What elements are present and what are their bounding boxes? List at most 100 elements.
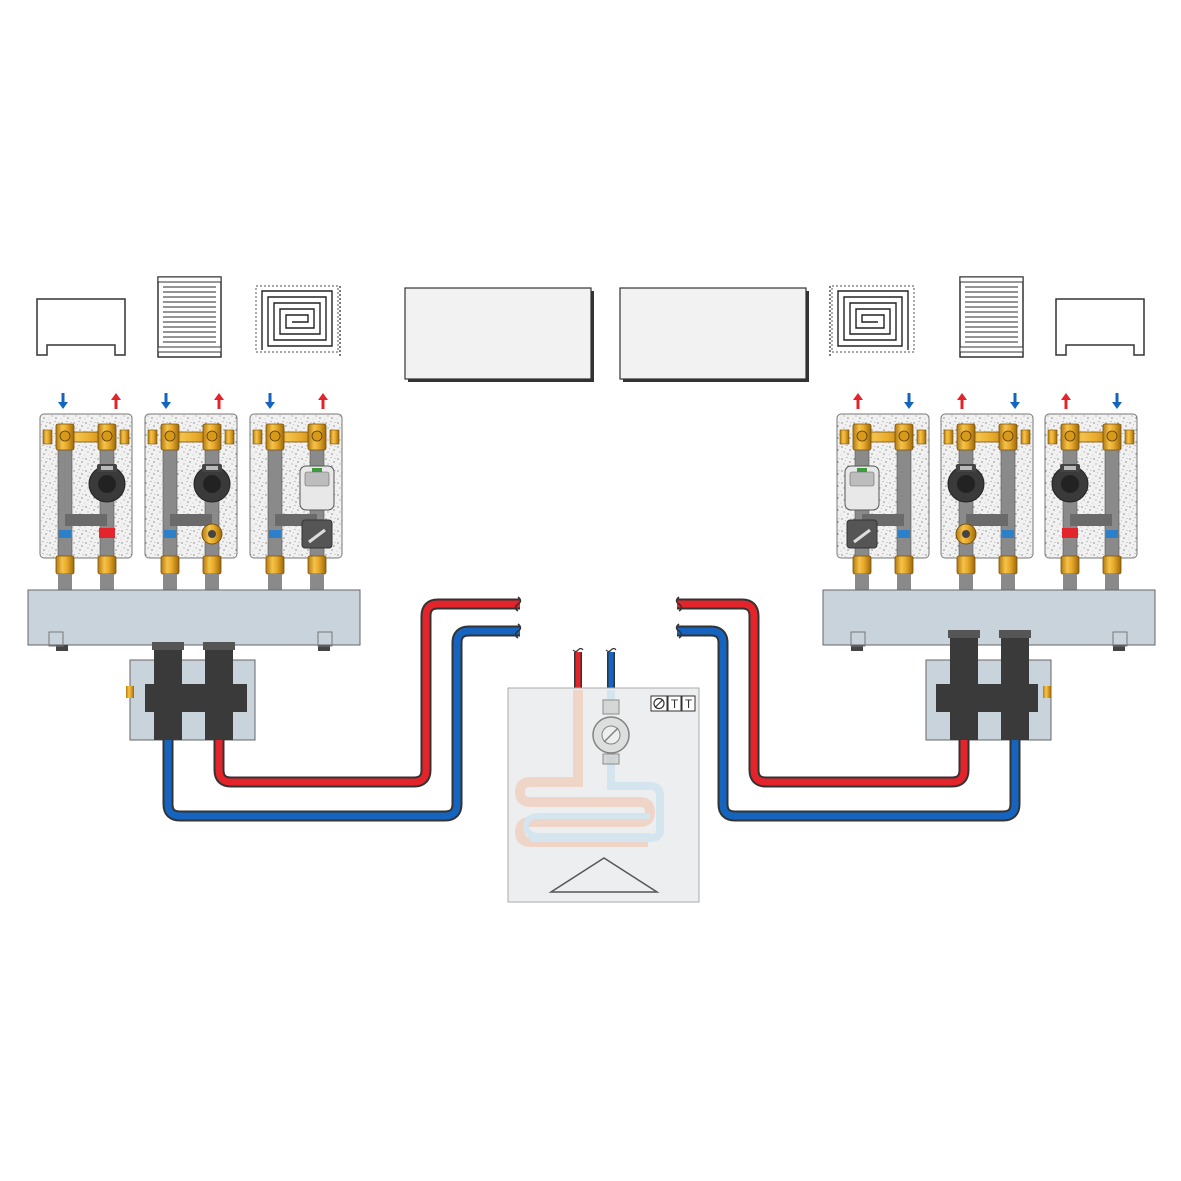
boiler: T T bbox=[507, 647, 700, 903]
slashed-circle-icon bbox=[653, 697, 665, 710]
thermometer-icon bbox=[311, 430, 323, 442]
manifold-left bbox=[27, 589, 361, 651]
air-vent bbox=[839, 429, 850, 445]
brass-fitting bbox=[55, 555, 75, 575]
thermometer-icon bbox=[898, 430, 910, 442]
manifold-link bbox=[959, 574, 973, 592]
up-arrow-icon bbox=[957, 393, 967, 409]
hot-badge-icon bbox=[99, 528, 115, 538]
status-led bbox=[312, 468, 322, 472]
brass-fitting bbox=[956, 555, 976, 575]
panel-left bbox=[404, 287, 594, 382]
air-vent bbox=[1047, 429, 1058, 445]
pump-label bbox=[101, 466, 113, 470]
manifold-link bbox=[1063, 574, 1077, 592]
pump-rotor bbox=[1061, 475, 1079, 493]
pump-display bbox=[304, 471, 330, 487]
manifold-link bbox=[163, 574, 177, 592]
brass-fitting bbox=[265, 555, 285, 575]
thermometer-icon bbox=[856, 430, 868, 442]
hydraulic-separator-left bbox=[126, 642, 256, 741]
pump-rotor bbox=[957, 475, 975, 493]
manifold-link bbox=[310, 574, 324, 592]
air-vent bbox=[329, 429, 340, 445]
bypass-pipe bbox=[65, 514, 107, 526]
pump-label bbox=[206, 466, 218, 470]
bypass-pipe bbox=[966, 514, 1008, 526]
down-arrow-icon bbox=[58, 393, 68, 409]
up-arrow-icon bbox=[1061, 393, 1071, 409]
underfloor-loop-icon bbox=[829, 285, 915, 358]
pipe-riser bbox=[896, 443, 912, 559]
thermometer-icon bbox=[1064, 430, 1076, 442]
air-vent bbox=[252, 429, 263, 445]
manifold-link bbox=[205, 574, 219, 592]
cold-badge-icon bbox=[898, 530, 910, 538]
badge-t1: T bbox=[671, 697, 679, 711]
emitters-right bbox=[829, 276, 1145, 358]
pump-station bbox=[836, 413, 930, 592]
fan-coil-icon bbox=[36, 298, 126, 356]
valve-knob bbox=[208, 530, 216, 538]
thermometer-icon bbox=[164, 430, 176, 442]
up-arrow-icon bbox=[318, 393, 328, 409]
air-vent bbox=[224, 429, 235, 445]
brass-fitting bbox=[1060, 555, 1080, 575]
air-vent bbox=[943, 429, 954, 445]
mixing-actuator-icon bbox=[301, 519, 333, 549]
pipe-riser bbox=[267, 443, 283, 559]
pipe-riser bbox=[162, 443, 178, 559]
up-arrow-icon bbox=[111, 393, 121, 409]
manifold-right bbox=[822, 589, 1156, 651]
manifold-link bbox=[100, 574, 114, 592]
thermometer-icon bbox=[101, 430, 113, 442]
pump-display bbox=[849, 471, 875, 487]
radiator-icon bbox=[157, 276, 222, 358]
badge-t2: T bbox=[685, 697, 693, 711]
thermometer-icon bbox=[206, 430, 218, 442]
down-arrow-icon bbox=[1112, 393, 1122, 409]
panel-right bbox=[619, 287, 809, 382]
thermometer-icon bbox=[1106, 430, 1118, 442]
pump-stations bbox=[39, 413, 1138, 592]
pipe-break-marks bbox=[514, 596, 683, 639]
flow-pipes bbox=[162, 598, 1021, 822]
actuator-handle bbox=[308, 528, 326, 544]
hot-badge-icon bbox=[1062, 528, 1078, 538]
pump-rotor bbox=[98, 475, 116, 493]
brass-fitting bbox=[202, 555, 222, 575]
mixing-actuator-icon bbox=[846, 519, 878, 549]
hydraulic-separator-right bbox=[925, 630, 1052, 741]
air-vent bbox=[119, 429, 130, 445]
actuator-handle bbox=[853, 528, 871, 544]
boiler-control-badges: T T bbox=[650, 695, 696, 712]
manifold-link bbox=[897, 574, 911, 592]
brass-fitting bbox=[1102, 555, 1122, 575]
down-arrow-icon bbox=[904, 393, 914, 409]
underfloor-loop-icon bbox=[255, 285, 341, 358]
burner-icon bbox=[548, 857, 660, 893]
brass-fitting bbox=[894, 555, 914, 575]
cold-badge-icon bbox=[164, 530, 176, 538]
air-vent bbox=[916, 429, 927, 445]
manifold-link bbox=[1001, 574, 1015, 592]
brass-fitting bbox=[307, 555, 327, 575]
cold-badge-icon bbox=[1002, 530, 1014, 538]
cold-badge-icon bbox=[59, 530, 71, 538]
emitters-left bbox=[36, 276, 341, 358]
manifold-link bbox=[1105, 574, 1119, 592]
radiator-icon bbox=[959, 276, 1024, 358]
up-arrow-icon bbox=[853, 393, 863, 409]
cold-badge-icon bbox=[269, 530, 281, 538]
bypass-pipe bbox=[170, 514, 212, 526]
cold-badge-icon bbox=[1106, 530, 1118, 538]
pump-label bbox=[960, 466, 972, 470]
brass-fitting bbox=[160, 555, 180, 575]
pump-station bbox=[249, 413, 343, 592]
pump-rotor bbox=[203, 475, 221, 493]
pump-station bbox=[39, 413, 133, 592]
bypass-pipe bbox=[1070, 514, 1112, 526]
air-vent bbox=[1124, 429, 1135, 445]
fan-coil-icon bbox=[1055, 298, 1145, 356]
brass-fitting bbox=[97, 555, 117, 575]
